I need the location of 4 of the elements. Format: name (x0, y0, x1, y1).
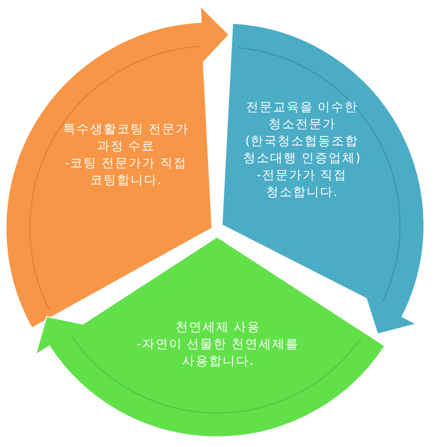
segment-text: 전문교육을 이수한 청소전문가(한국청소협동조합 청소대행 인증업체) -전문가가 직접 청소합니다. (242, 98, 362, 200)
segment-text: 천연세제 사용 -자연이 선물한 천연세제를 사용합니다. (136, 318, 300, 369)
segment-text: 특수생활코팅 전문가 과정 수료 -코팅 전문가가 직접 코팅합니다. (62, 120, 190, 188)
circular-arrow-segment (35, 237, 385, 437)
